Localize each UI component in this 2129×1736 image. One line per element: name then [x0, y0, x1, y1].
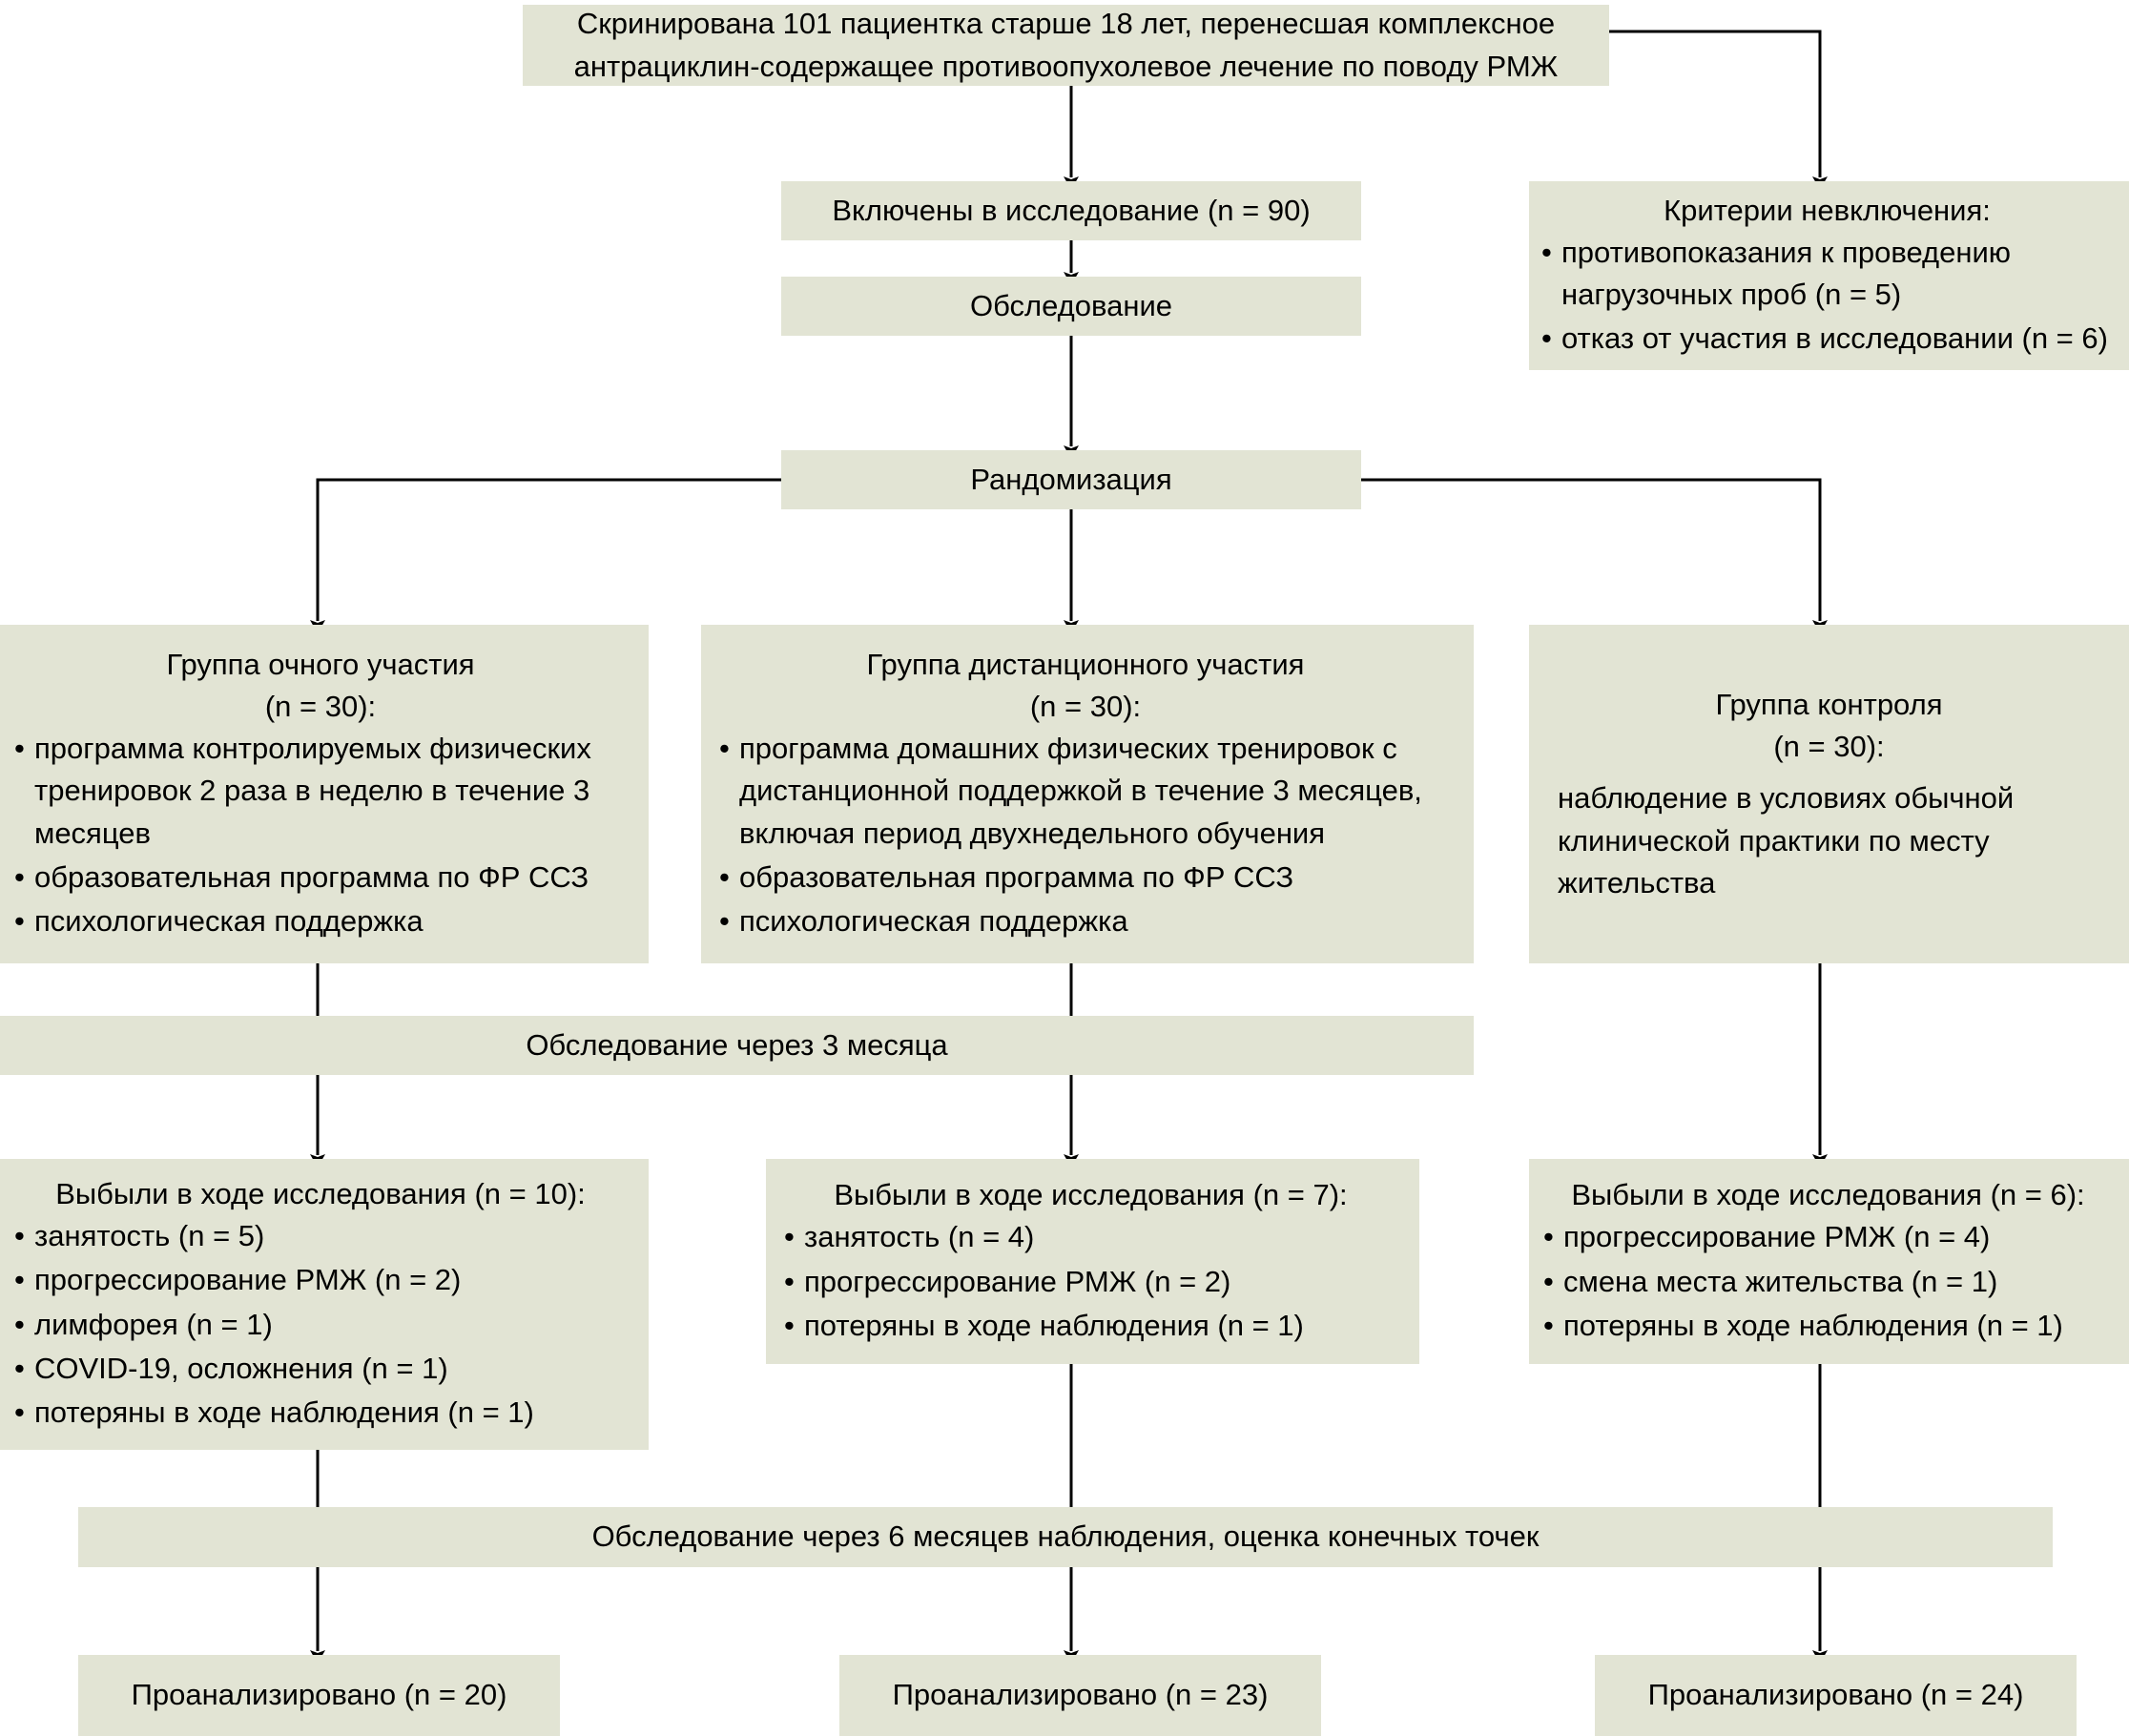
node-exam-6-months: Обследование через 6 месяцев наблюдения,… — [78, 1507, 2053, 1567]
list-item: занятость (n = 4) — [775, 1216, 1406, 1258]
group-remote-subtitle: (n = 30): — [1029, 690, 1142, 724]
list-item: программа домашних физических тренировок… — [711, 728, 1460, 854]
screening-line-1: Скринирована 101 пациентка старше 18 лет… — [576, 7, 1556, 41]
node-screening: Скринирована 101 пациентка старше 18 лет… — [523, 5, 1609, 86]
analyzed-remote-title: Проанализировано (n = 23) — [892, 1678, 1269, 1712]
group-control-title: Группа контроля — [1715, 688, 1943, 722]
randomization-title: Рандомизация — [970, 462, 1172, 496]
list-item: отказ от участия в исследовании (n = 6) — [1533, 318, 2121, 360]
list-item: образовательная программа по ФР ССЗ — [6, 857, 635, 899]
exclusion-list: противопоказания к проведению нагрузочны… — [1533, 232, 2121, 362]
list-item: прогрессирование РМЖ (n = 2) — [6, 1259, 635, 1301]
group-onsite-title: Группа очного участия — [166, 648, 475, 682]
list-item: прогрессирование РМЖ (n = 4) — [1535, 1216, 2121, 1258]
edge-randomization-to-onsite — [310, 478, 781, 633]
node-dropout-onsite: Выбыли в ходе исследования (n = 10): зан… — [0, 1159, 649, 1450]
examination-title: Обследование — [969, 288, 1173, 322]
group-onsite-list: программа контролируемых физических трен… — [6, 728, 635, 943]
group-control-subtitle: (n = 30): — [1773, 730, 1885, 764]
group-control-body: наблюдение в условиях обычной клиническо… — [1558, 781, 2015, 899]
group-remote-title: Группа дистанционного участия — [866, 648, 1305, 682]
dropout-control-list: прогрессирование РМЖ (n = 4) смена места… — [1535, 1216, 2121, 1348]
node-group-control: Группа контроля (n = 30): наблюдение в у… — [1529, 625, 2129, 963]
node-group-remote: Группа дистанционного участия (n = 30): … — [701, 625, 1474, 963]
node-dropout-remote: Выбыли в ходе исследования (n = 7): заня… — [766, 1159, 1419, 1364]
list-item: потеряны в ходе наблюдения (n = 1) — [775, 1305, 1406, 1347]
node-analyzed-remote: Проанализировано (n = 23) — [839, 1655, 1321, 1736]
node-analyzed-control: Проанализировано (n = 24) — [1595, 1655, 2077, 1736]
node-dropout-control: Выбыли в ходе исследования (n = 6): прог… — [1529, 1159, 2129, 1364]
screening-line-2: антрациклин-содержащее противоопухолевое… — [573, 49, 1559, 83]
list-item: прогрессирование РМЖ (n = 2) — [775, 1261, 1406, 1303]
group-onsite-subtitle: (n = 30): — [264, 690, 377, 724]
list-item: противопоказания к проведению нагрузочны… — [1533, 232, 2121, 316]
node-exam-3-months: Обследование через 3 месяца — [0, 1016, 1474, 1075]
list-item: потеряны в ходе наблюдения (n = 1) — [6, 1392, 635, 1434]
node-analyzed-onsite: Проанализировано (n = 20) — [78, 1655, 560, 1736]
group-remote-list: программа домашних физических тренировок… — [711, 728, 1460, 943]
dropout-onsite-list: занятость (n = 5) прогрессирование РМЖ (… — [6, 1215, 635, 1435]
exam-6m-title: Обследование через 6 месяцев наблюдения,… — [591, 1519, 1540, 1554]
edge-randomization-to-control — [1361, 478, 1828, 633]
list-item: психологическая поддержка — [711, 900, 1460, 942]
analyzed-control-title: Проанализировано (n = 24) — [1647, 1678, 2024, 1712]
node-exclusion-criteria: Критерии невключения: противопоказания к… — [1529, 181, 2129, 370]
dropout-onsite-title: Выбыли в ходе исследования (n = 10): — [55, 1177, 586, 1211]
list-item: психологическая поддержка — [6, 900, 635, 942]
list-item: программа контролируемых физических трен… — [6, 728, 635, 854]
list-item: смена места жительства (n = 1) — [1535, 1261, 2121, 1303]
list-item: COVID-19, осложнения (n = 1) — [6, 1348, 635, 1390]
exam-3m-title: Обследование через 3 месяца — [526, 1027, 948, 1062]
edge-screening-to-exclusion — [1609, 30, 1828, 190]
exclusion-title: Критерии невключения: — [1664, 193, 1991, 227]
list-item: потеряны в ходе наблюдения (n = 1) — [1535, 1305, 2121, 1347]
node-examination: Обследование — [781, 277, 1361, 336]
list-item: лимфорея (n = 1) — [6, 1304, 635, 1346]
list-item: образовательная программа по ФР ССЗ — [711, 857, 1460, 899]
node-randomization: Рандомизация — [781, 450, 1361, 509]
node-included: Включены в исследование (n = 90) — [781, 181, 1361, 240]
included-title: Включены в исследование (n = 90) — [832, 193, 1311, 227]
dropout-remote-title: Выбыли в ходе исследования (n = 7): — [834, 1178, 1348, 1212]
dropout-remote-list: занятость (n = 4) прогрессирование РМЖ (… — [775, 1216, 1406, 1348]
list-item: занятость (n = 5) — [6, 1215, 635, 1257]
analyzed-onsite-title: Проанализировано (n = 20) — [131, 1678, 507, 1712]
dropout-control-title: Выбыли в ходе исследования (n = 6): — [1571, 1178, 2085, 1212]
node-group-onsite: Группа очного участия (n = 30): программ… — [0, 625, 649, 963]
